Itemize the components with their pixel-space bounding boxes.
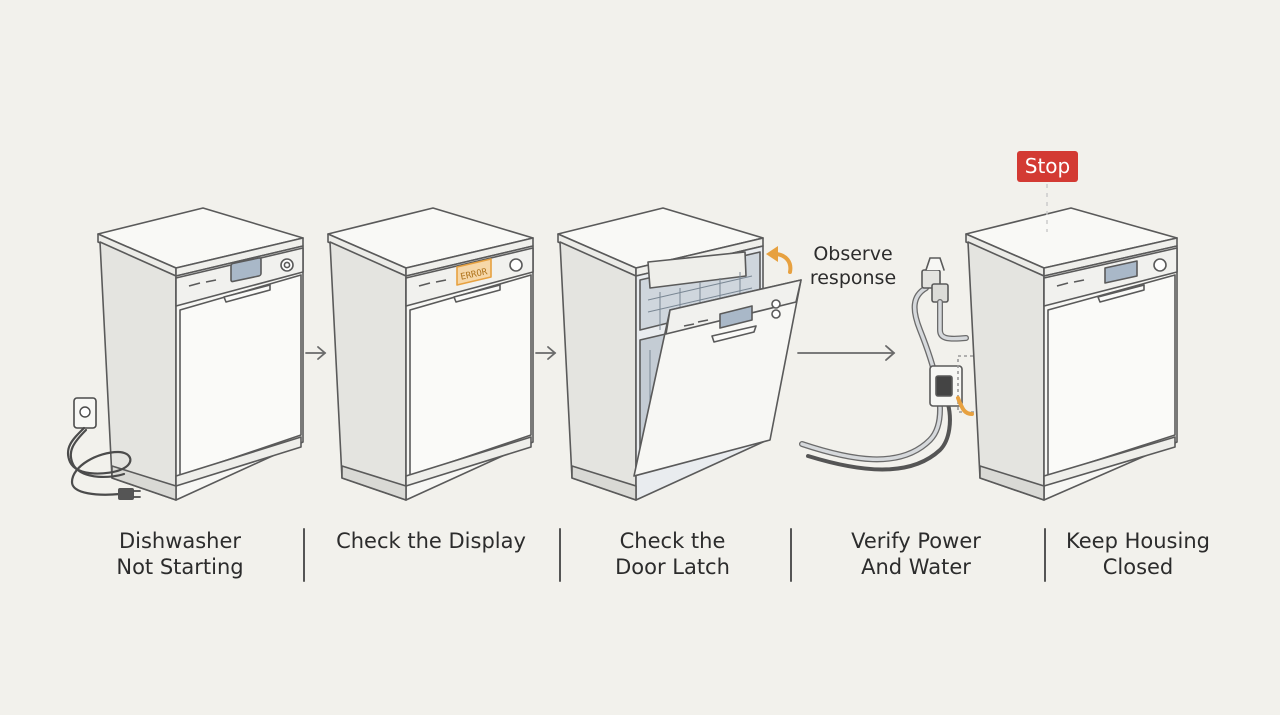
separator-1 [303,528,305,582]
separator-4 [1044,528,1046,582]
dishwasher-1 [97,207,304,501]
arrowhead-orange [766,246,778,262]
power-cord-unplugged-icon [66,397,141,500]
step-label-1: Dishwasher Not Starting [116,529,244,579]
step-label-3: Check the Door Latch [615,529,730,579]
flow-arrow-2 [535,346,557,360]
step-label-4: Verify Power And Water [851,529,981,579]
separator-2 [559,528,561,582]
stop-badge: Stop [1017,151,1078,182]
curved-arrow-orange-icon [774,252,793,274]
flow-arrow-3 [797,345,896,361]
water-hose-icon [799,257,969,472]
observe-response-note: Observe response [809,243,897,289]
separator-3 [790,528,792,582]
step-label-5: Keep Housing Closed [1066,529,1210,579]
flow-arrow-1 [305,346,327,360]
dishwasher-2 [327,207,534,501]
step-label-2: Check the Display [336,529,526,553]
dishwasher-3-door-open [557,207,802,501]
dishwasher-5 [965,207,1178,501]
